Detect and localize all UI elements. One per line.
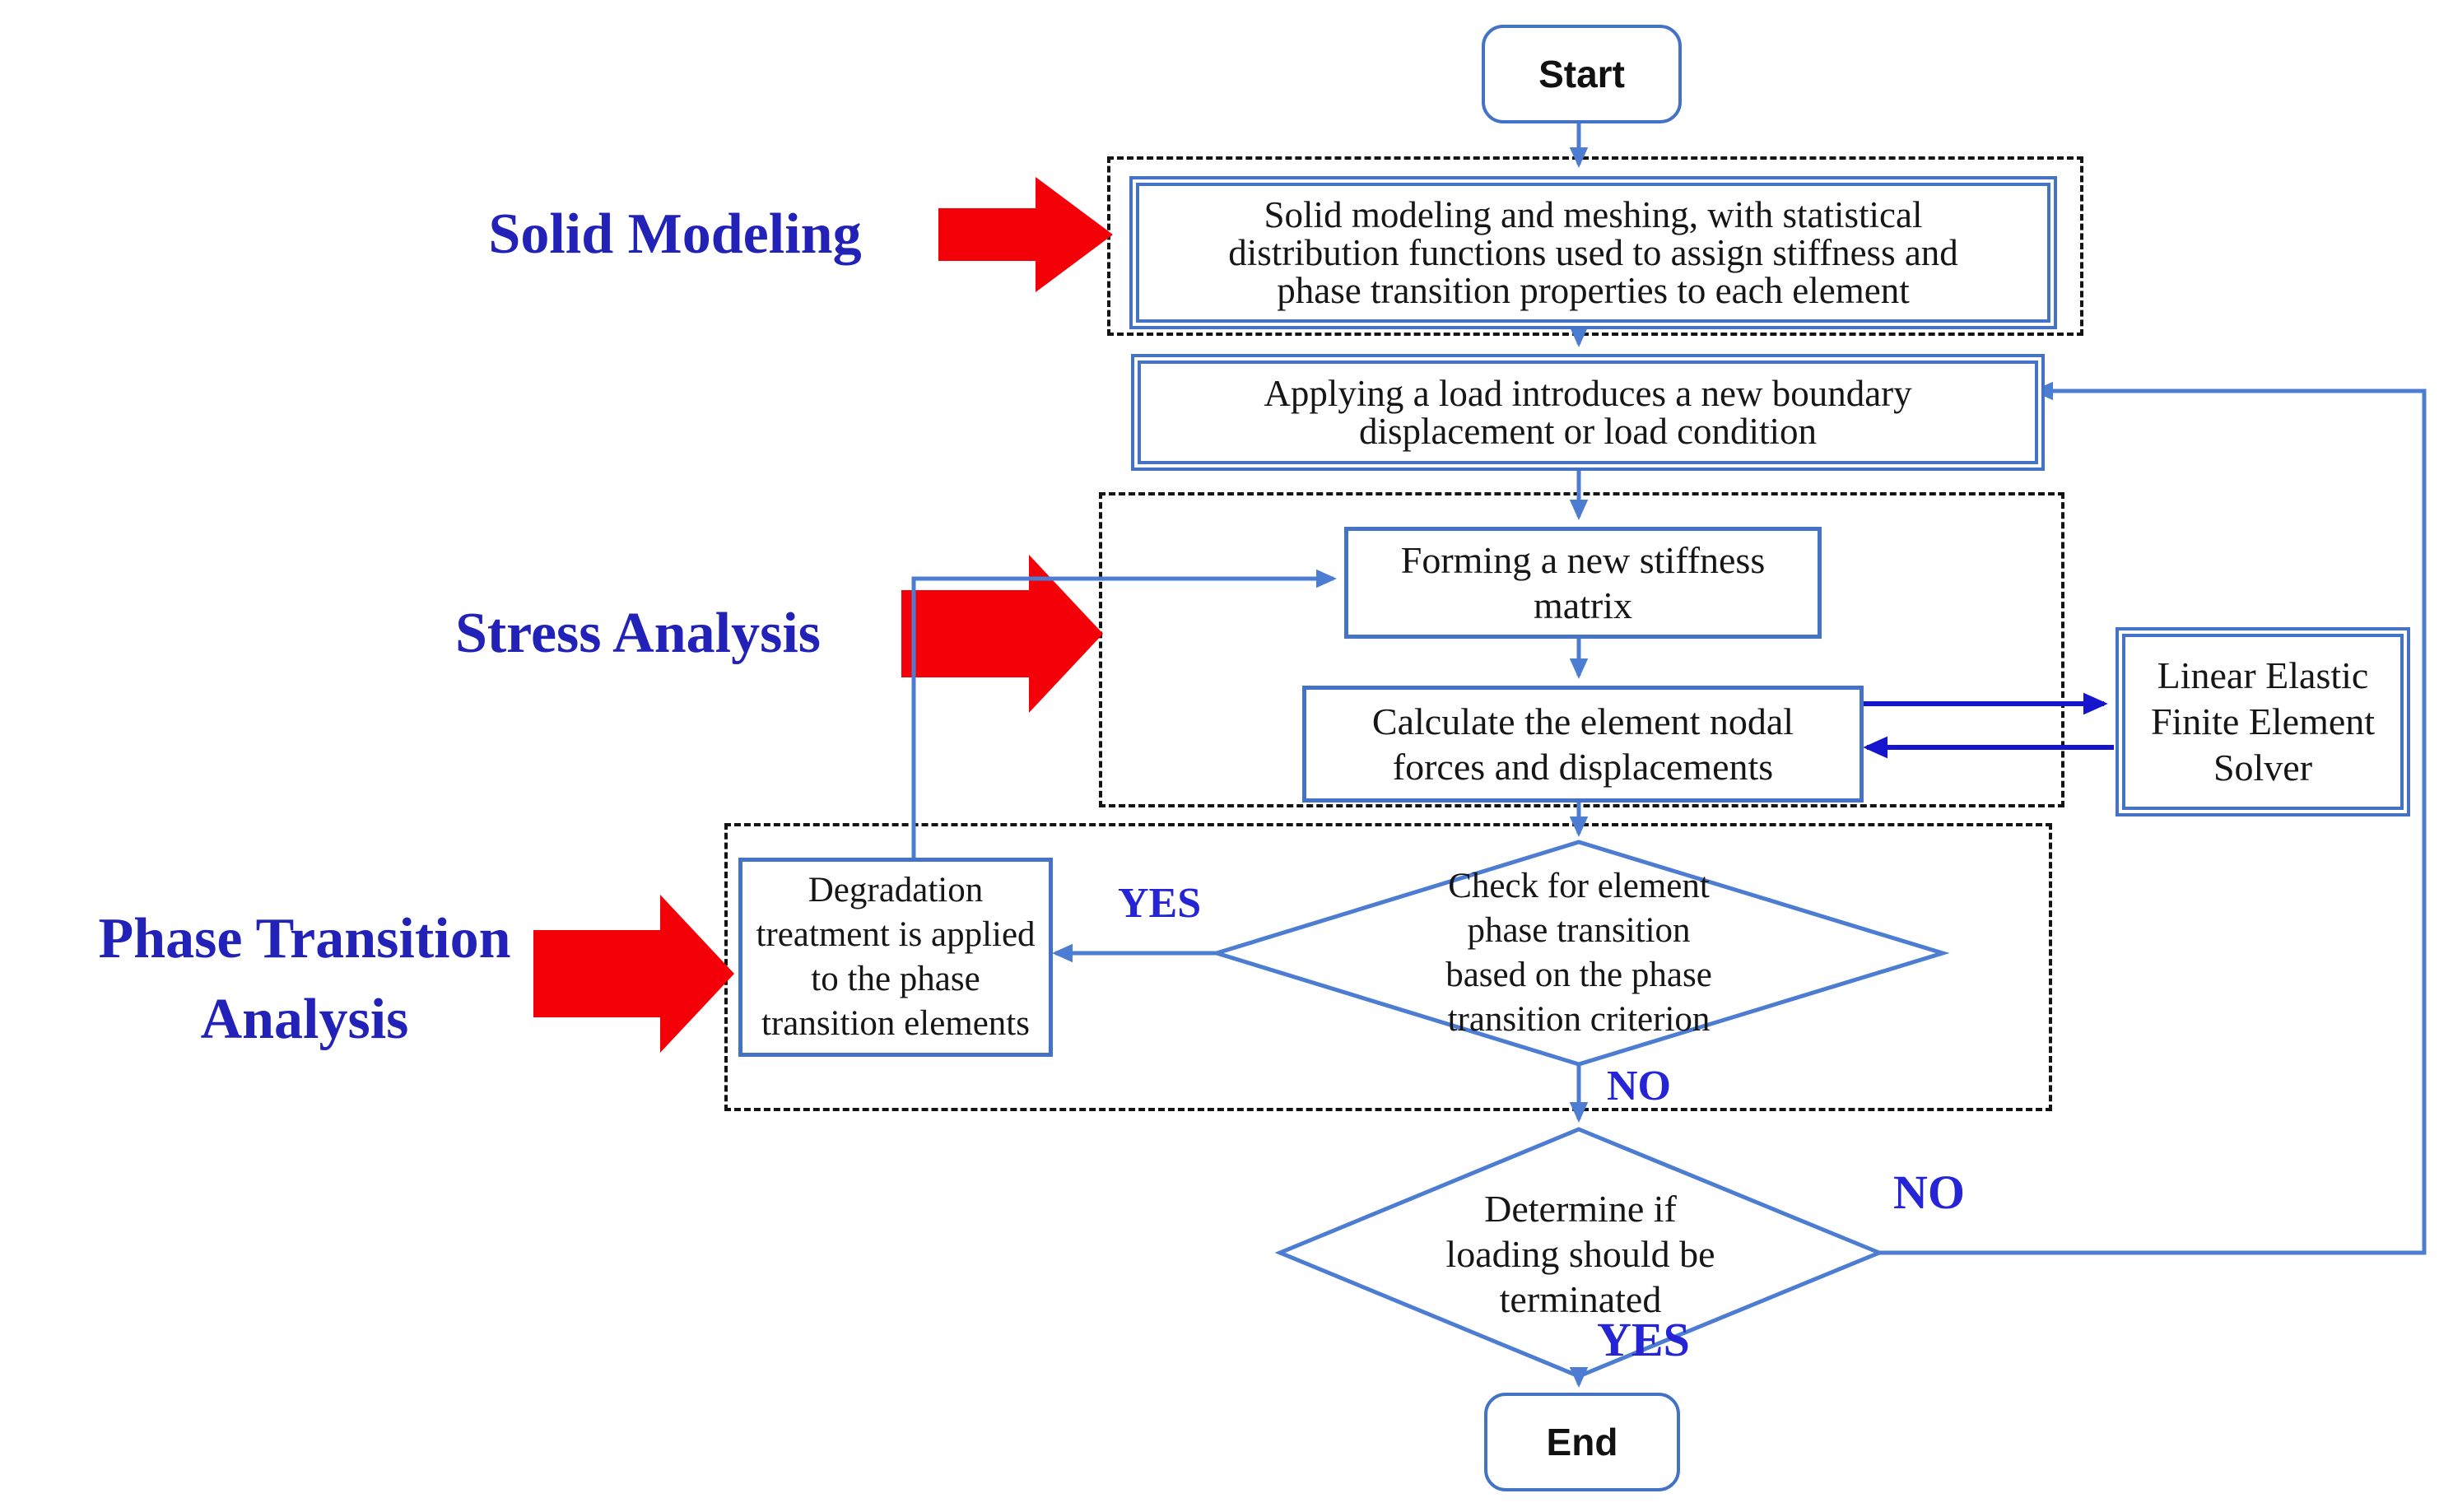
solid-modeling-stage-label: Solid Modeling: [488, 202, 862, 266]
calculate-forces-box-text: Calculate the element nodal forces and d…: [1371, 700, 1794, 788]
yes-branch-label-left: YES: [1118, 880, 1202, 927]
solid-modeling-stage-container: [1107, 156, 2083, 336]
arrow-determine-no-loop-to-applying: [1879, 381, 2427, 1255]
applying-load-box: Applying a load introduces a new boundar…: [1131, 354, 2045, 471]
linear-elastic-solver-box-text: Linear Elastic Finite Element Solver: [2150, 654, 2376, 789]
stress-analysis-stage-label: Stress Analysis: [454, 602, 822, 665]
end-node: End: [1484, 1393, 1680, 1491]
phase-transition-stage-label: Phase Transition Analysis: [98, 907, 511, 1051]
yes-branch-label-down: YES: [1597, 1313, 1690, 1366]
solid-modeling-box: Solid modeling and meshing, with statist…: [1129, 176, 2057, 329]
forming-stiffness-box-text: Forming a new stiffness matrix: [1400, 539, 1766, 626]
start-label: Start: [1538, 53, 1625, 95]
stress-analysis-stage-container: [1099, 492, 2064, 807]
no-branch-label-right: NO: [1893, 1165, 1965, 1219]
degradation-treatment-box-text: Degradation treatment is applied to the …: [756, 871, 1036, 1043]
determine-termination-text: Determine if loading should be terminate…: [1445, 1187, 1715, 1320]
arrow-degradation-feedback-to-forming: [911, 569, 1338, 858]
check-phase-transition-text: Check for element phase transition based…: [1445, 867, 1712, 1039]
degradation-treatment-box: Degradation treatment is applied to the …: [738, 858, 1053, 1057]
phase-transition-red-arrow-icon: [533, 895, 734, 1053]
solid-modeling-red-arrow-icon: [938, 177, 1113, 292]
linear-elastic-solver-box: Linear Elastic Finite Element Solver: [2116, 627, 2410, 816]
solid-modeling-box-text: Solid modeling and meshing, with statist…: [1228, 194, 1958, 311]
stress-analysis-red-arrow-icon: [901, 555, 1103, 713]
end-label: End: [1546, 1421, 1618, 1463]
applying-load-box-text: Applying a load introduces a new boundar…: [1264, 373, 1912, 452]
start-node: Start: [1482, 25, 1682, 123]
forming-stiffness-box: Forming a new stiffness matrix: [1344, 527, 1822, 639]
no-branch-label-down: NO: [1607, 1063, 1671, 1110]
calculate-forces-box: Calculate the element nodal forces and d…: [1302, 686, 1864, 803]
